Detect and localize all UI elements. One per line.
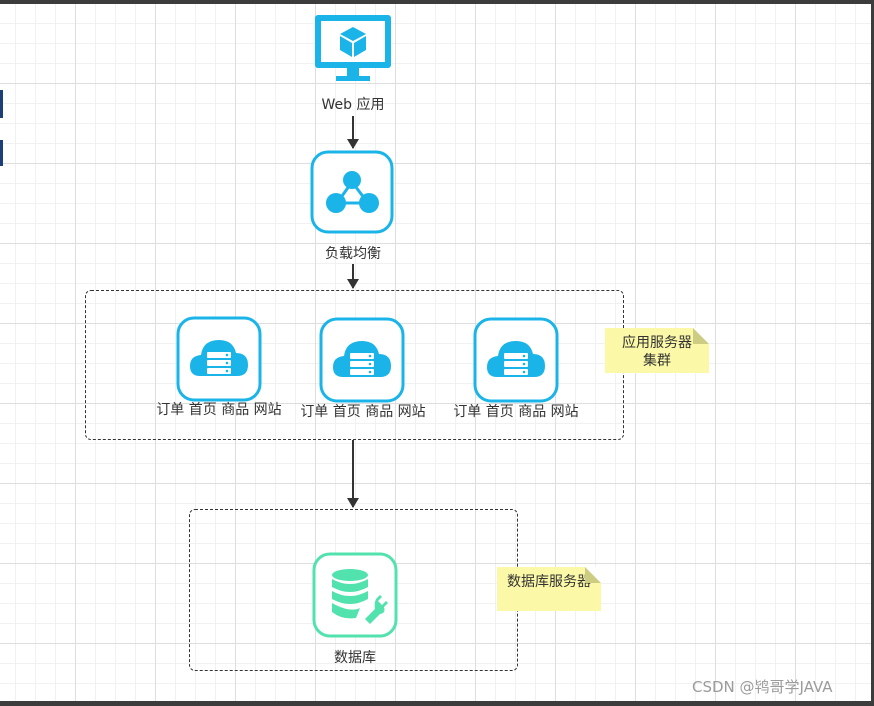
window-frame-top: [0, 0, 874, 4]
app-server-node[interactable]: [176, 316, 262, 402]
left-edge-marker: [0, 90, 3, 118]
load-balancer-node[interactable]: [310, 150, 394, 234]
cloud-server-icon: [473, 317, 559, 403]
window-frame-bottom: [0, 701, 874, 706]
watermark-text: CSDN @鸨哥学JAVA: [692, 678, 833, 696]
window-frame-right: [871, 0, 874, 706]
cloud-server-icon: [319, 317, 405, 403]
app-server-node[interactable]: [319, 317, 405, 403]
database-label: 数据库: [334, 650, 376, 666]
note-fold: [693, 328, 709, 344]
cloud-server-icon: [176, 316, 262, 402]
app-cluster-note-text: 应用服务器集群: [622, 335, 692, 369]
db-server-note-text: 数据库服务器: [507, 574, 591, 590]
app-cluster-note[interactable]: 应用服务器集群: [605, 328, 709, 373]
app-server-node[interactable]: [473, 317, 559, 403]
diagram-canvas: [0, 4, 871, 701]
db-server-note[interactable]: 数据库服务器: [497, 567, 601, 611]
app-server-label: 订单 首页 商品 网站: [453, 404, 579, 420]
web-app-label: Web 应用: [321, 97, 385, 113]
database-node[interactable]: [312, 552, 398, 638]
note-fold: [585, 567, 601, 583]
web-app-node[interactable]: [314, 14, 392, 82]
database-wrench-icon: [312, 552, 398, 638]
load-balancer-label: 负载均衡: [325, 246, 381, 262]
app-server-label: 订单 首页 商品 网站: [300, 404, 426, 420]
share-network-icon: [310, 150, 394, 234]
app-server-label: 订单 首页 商品 网站: [156, 402, 282, 418]
monitor-cube-icon: [315, 15, 391, 81]
left-edge-marker: [0, 140, 3, 166]
